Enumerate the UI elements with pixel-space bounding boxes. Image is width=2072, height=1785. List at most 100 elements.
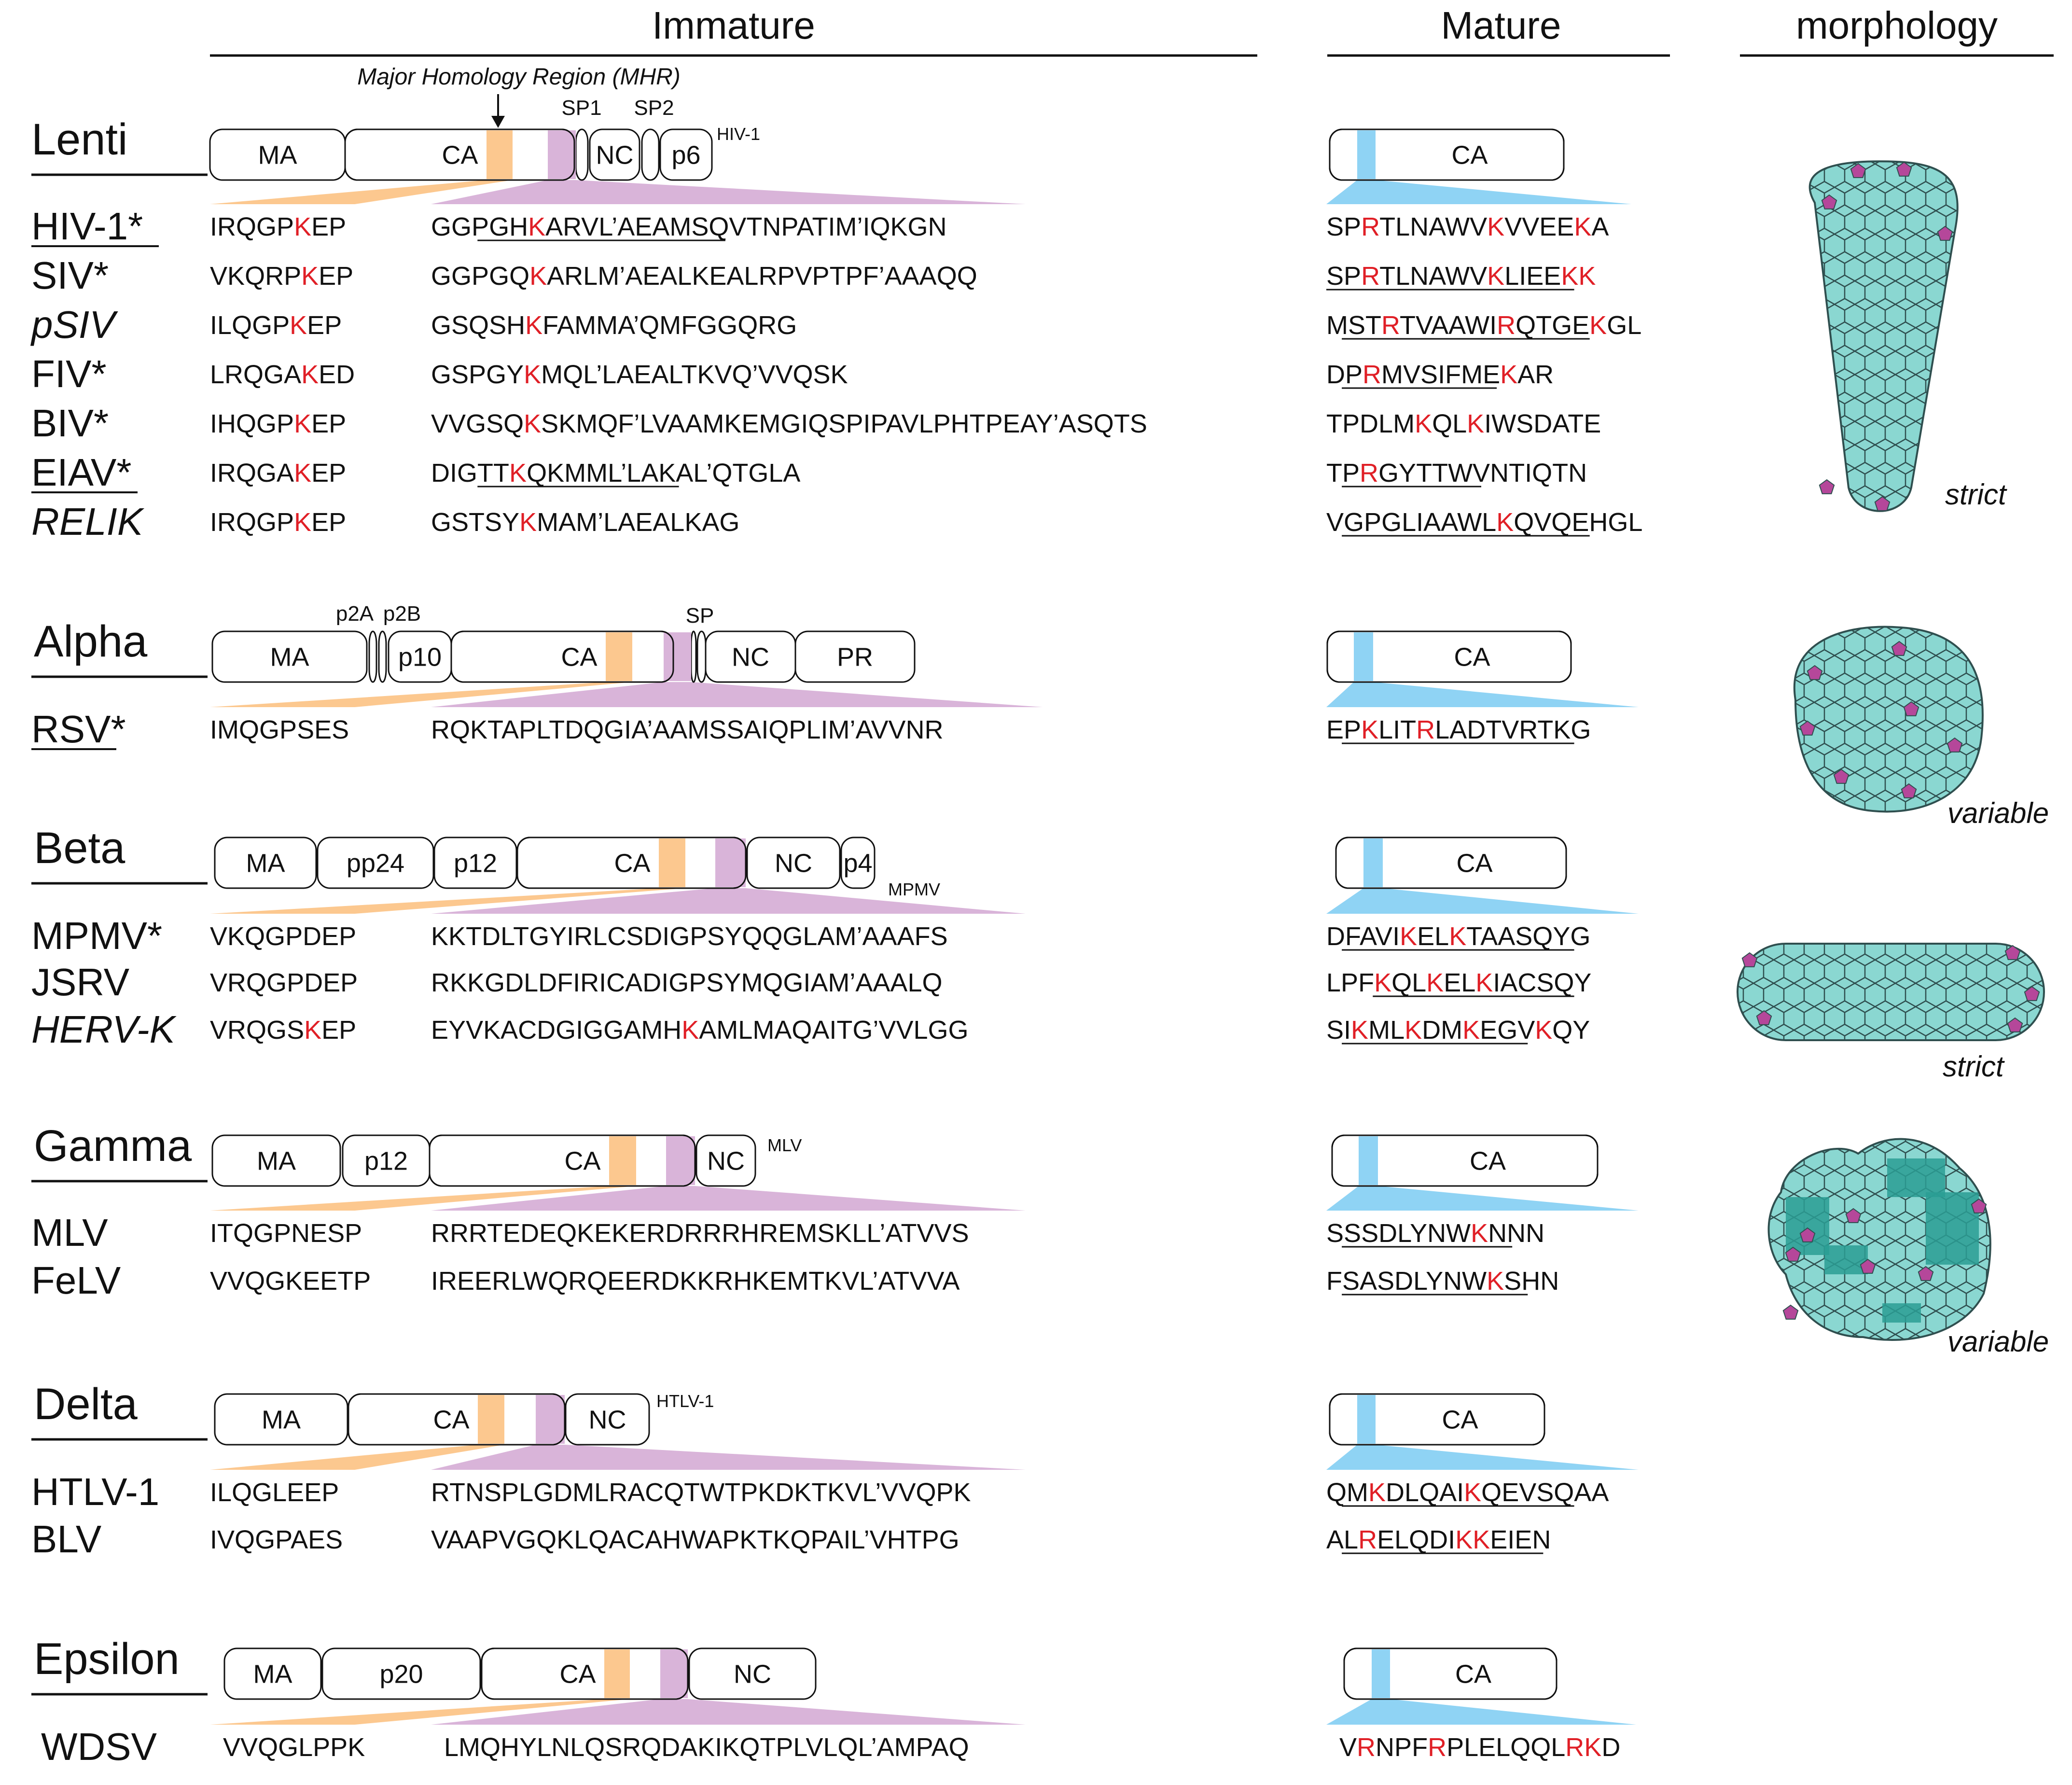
pentamer xyxy=(1785,1246,1801,1262)
virus-name: FeLV xyxy=(31,1259,121,1302)
domain-label-ma: MA xyxy=(253,1660,292,1689)
pentamer xyxy=(1756,1010,1772,1025)
domain-box xyxy=(688,1647,817,1700)
mhr-sequence: VVQGKEETP xyxy=(210,1267,371,1296)
pentamer xyxy=(2024,986,2040,1001)
domain-label-nc: NC xyxy=(596,141,634,170)
domain-box xyxy=(378,630,387,683)
virus-name: BIV* xyxy=(31,402,109,445)
mature-ca-label: CA xyxy=(1455,1660,1491,1689)
ctd-sequence: EYVKACDGIGGAMHKAMLMAQAITG’VVLGG xyxy=(431,1016,969,1045)
pentamer xyxy=(1896,161,1912,177)
morphology-label: strict xyxy=(1945,478,2007,511)
domain-label-ma: MA xyxy=(246,849,285,878)
mature-sequence: DPRMVSIFMEKAR xyxy=(1326,360,1554,389)
pentamer xyxy=(2004,945,2021,960)
pentamer xyxy=(1799,1227,1816,1242)
ctd-sequence: GGPGQKARLM’AEALKEALRPVPTPF’AAAQQ xyxy=(431,262,977,291)
mature-band xyxy=(1357,130,1376,179)
domain-label-ma: MA xyxy=(270,643,309,672)
mhr-sequence: VKQRPKEP xyxy=(210,262,353,291)
mhr-sequence: ITQGPNESP xyxy=(210,1219,362,1248)
domain-label-ma: MA xyxy=(257,1147,296,1176)
pentamer xyxy=(1860,1258,1876,1274)
morphology-label: strict xyxy=(1943,1050,2005,1083)
domain-label-nc: NC xyxy=(707,1147,745,1176)
mature-ca-outline xyxy=(1329,128,1565,181)
ctd-sequence: VVGSQKSKMQF’LVAAMKEMGIQSPIPAVLPHTPEAY’AS… xyxy=(431,409,1147,438)
virus-name: HTLV-1 xyxy=(31,1470,159,1513)
ca-outline xyxy=(450,630,674,683)
mature-expansion xyxy=(1326,1699,1636,1725)
pentamer xyxy=(1833,768,1850,784)
mhr-band xyxy=(478,1395,504,1444)
mhr-sequence: IRQGPKEP xyxy=(210,212,346,241)
mature-ca-label: CA xyxy=(1456,849,1492,878)
ctd-band xyxy=(536,1395,565,1444)
domain-box xyxy=(321,1647,481,1700)
domain-label-p12: p12 xyxy=(364,1147,408,1176)
domain-label-p12: p12 xyxy=(454,849,497,878)
domain-label-nc: NC xyxy=(775,849,812,878)
sequence-expansion xyxy=(431,682,1043,707)
mature-expansion xyxy=(1326,1445,1639,1470)
virus-name: JSRV xyxy=(31,961,130,1004)
domain-box xyxy=(696,630,707,683)
ctd-sequence: LMQHYLNLQSRQDAKIKQTPLVLQL’AMPAQ xyxy=(444,1733,969,1762)
domain-box xyxy=(746,837,841,889)
mature-sequence: QMKDLQAIKQEVSQAA xyxy=(1326,1478,1609,1507)
mature-sequence: LPFKQLKELKIACSQY xyxy=(1326,968,1591,997)
mhr-sequence: VKQGPDEP xyxy=(210,922,356,951)
domain-box xyxy=(641,128,660,181)
mature-expansion xyxy=(1326,682,1639,707)
mature-sequence: TPRGYTTWVNTIQTN xyxy=(1326,459,1587,488)
ctd-band xyxy=(715,838,746,887)
virus-name: MPMV* xyxy=(31,914,162,957)
virus-name: EIAV* xyxy=(31,451,132,494)
mhr-band xyxy=(604,1649,630,1698)
mature-sequence: SIKMLKDMKEGVKQY xyxy=(1326,1016,1590,1045)
irregular-capsid-outline xyxy=(1767,1138,1991,1341)
rod-capsid-outline xyxy=(1737,943,2045,1041)
domain-label-nc: NC xyxy=(734,1660,771,1689)
pentamer xyxy=(1819,479,1835,494)
reference-strain: HTLV-1 xyxy=(656,1391,714,1411)
domain-box xyxy=(659,128,713,181)
mhr-sequence: VVQGLPPK xyxy=(223,1733,365,1762)
genus-name: Alpha xyxy=(34,617,148,666)
morphology-rod: strict xyxy=(1737,943,2045,1083)
reference-strain: MPMV xyxy=(888,879,940,899)
ctd-sequence: RQKTAPLTDQGIA’AAMSSAIQPLIM’AVVNR xyxy=(431,715,944,744)
mature-sequence: TPDLMKQLKIWSDATE xyxy=(1326,409,1601,438)
mhr-sequence: ILQGPKEP xyxy=(210,311,342,340)
morphology-label: variable xyxy=(1947,1325,2049,1358)
domain-label-ca: CA xyxy=(433,1406,469,1435)
ctd-band xyxy=(660,1649,688,1698)
domain-label-ma: MA xyxy=(262,1406,301,1435)
mature-ca-label: CA xyxy=(1451,141,1488,170)
ctd-sequence: RTNSPLGDMLRACQTWTPKDKTKVL’VVQPK xyxy=(431,1478,971,1507)
mature-band xyxy=(1359,1136,1378,1185)
mature-expansion xyxy=(1326,888,1639,914)
sequence-expansion xyxy=(431,1699,1026,1725)
domain-box xyxy=(690,630,697,683)
morphology-irregular: variable xyxy=(1767,1138,2049,1358)
capsid-dark-patch xyxy=(1882,1303,1921,1323)
mature-sequence: SPRTLNAWVKVVEEKA xyxy=(1326,212,1609,241)
pentamer xyxy=(1903,701,1919,716)
ctd-band xyxy=(664,632,691,681)
mhr-sequence: VRQGSKEP xyxy=(210,1016,356,1045)
capsid-lattice xyxy=(1738,944,2044,1040)
header-morphology: morphology xyxy=(1796,4,1998,47)
mhr-band xyxy=(487,130,513,179)
genus-name: Beta xyxy=(34,823,125,873)
mhr-arrowhead xyxy=(491,116,505,128)
